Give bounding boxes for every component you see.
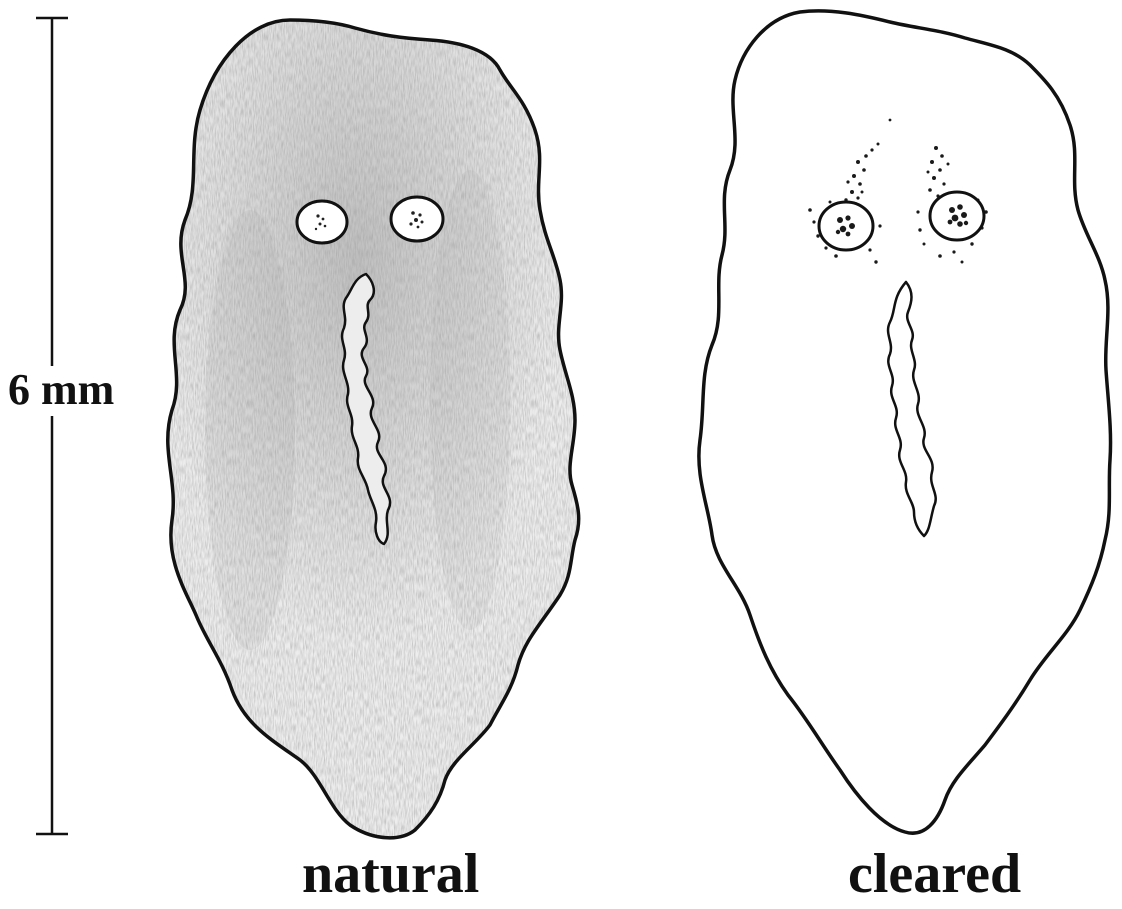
scale-bar <box>36 18 68 834</box>
cleared-right-eye <box>930 192 984 240</box>
natural-left-eye <box>297 201 347 243</box>
scale-bar-label: 6 mm <box>8 366 114 416</box>
cleared-specimen <box>699 11 1111 833</box>
natural-specimen <box>150 0 610 860</box>
cleared-label: cleared <box>848 846 1021 902</box>
cleared-left-eye <box>819 202 873 250</box>
natural-label: natural <box>302 846 479 902</box>
natural-right-eye <box>391 197 443 241</box>
